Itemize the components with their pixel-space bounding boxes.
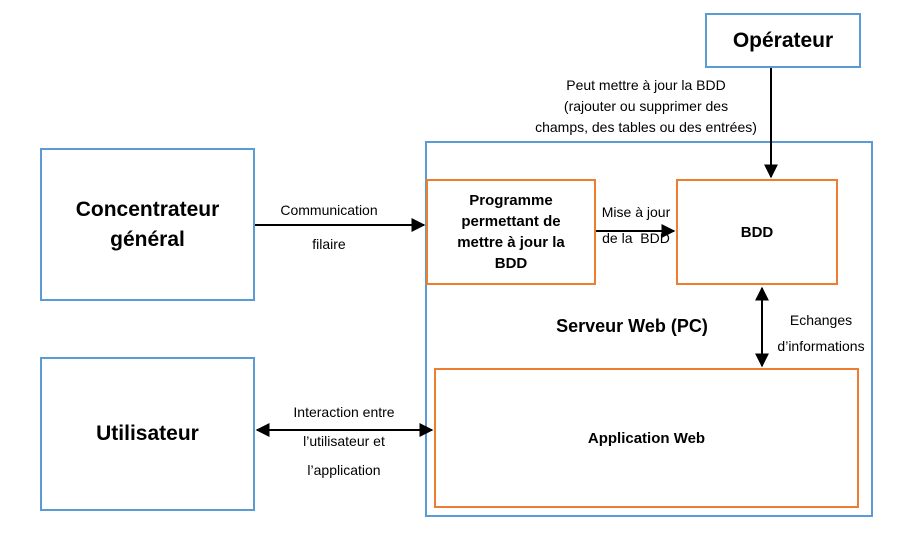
utilisateur-box: Utilisateur	[40, 357, 255, 511]
mise-a-jour-label: Mise à jour de la BDD	[601, 204, 671, 246]
operateur-box: Opérateur	[705, 13, 861, 68]
interaction-label: Interaction entre l’utilisateur et l’app…	[293, 404, 395, 478]
programme-label: Programme permettant de mettre à jour la…	[457, 192, 565, 272]
application-web-box: Application Web	[434, 368, 859, 508]
application-web-label: Application Web	[587, 429, 706, 447]
operateur-label: Opérateur	[732, 28, 834, 52]
programme-box: Programme permettant de mettre à jour la…	[426, 179, 596, 285]
concentrateur-label: Concentrateur général	[75, 197, 220, 251]
bdd-box: BDD	[676, 179, 838, 285]
echanges-label: Echanges d’informations	[777, 312, 865, 354]
concentrateur-box: Concentrateur général	[40, 148, 255, 301]
filaire-label: filaire	[312, 236, 346, 252]
bdd-label: BDD	[740, 223, 774, 241]
communication-label: Communication	[280, 202, 378, 218]
operateur-edge-label: Peut mettre à jour la BDD (rajouter ou s…	[535, 77, 757, 135]
utilisateur-label: Utilisateur	[96, 422, 199, 445]
serveur-web-label: Serveur Web (PC)	[556, 316, 708, 336]
